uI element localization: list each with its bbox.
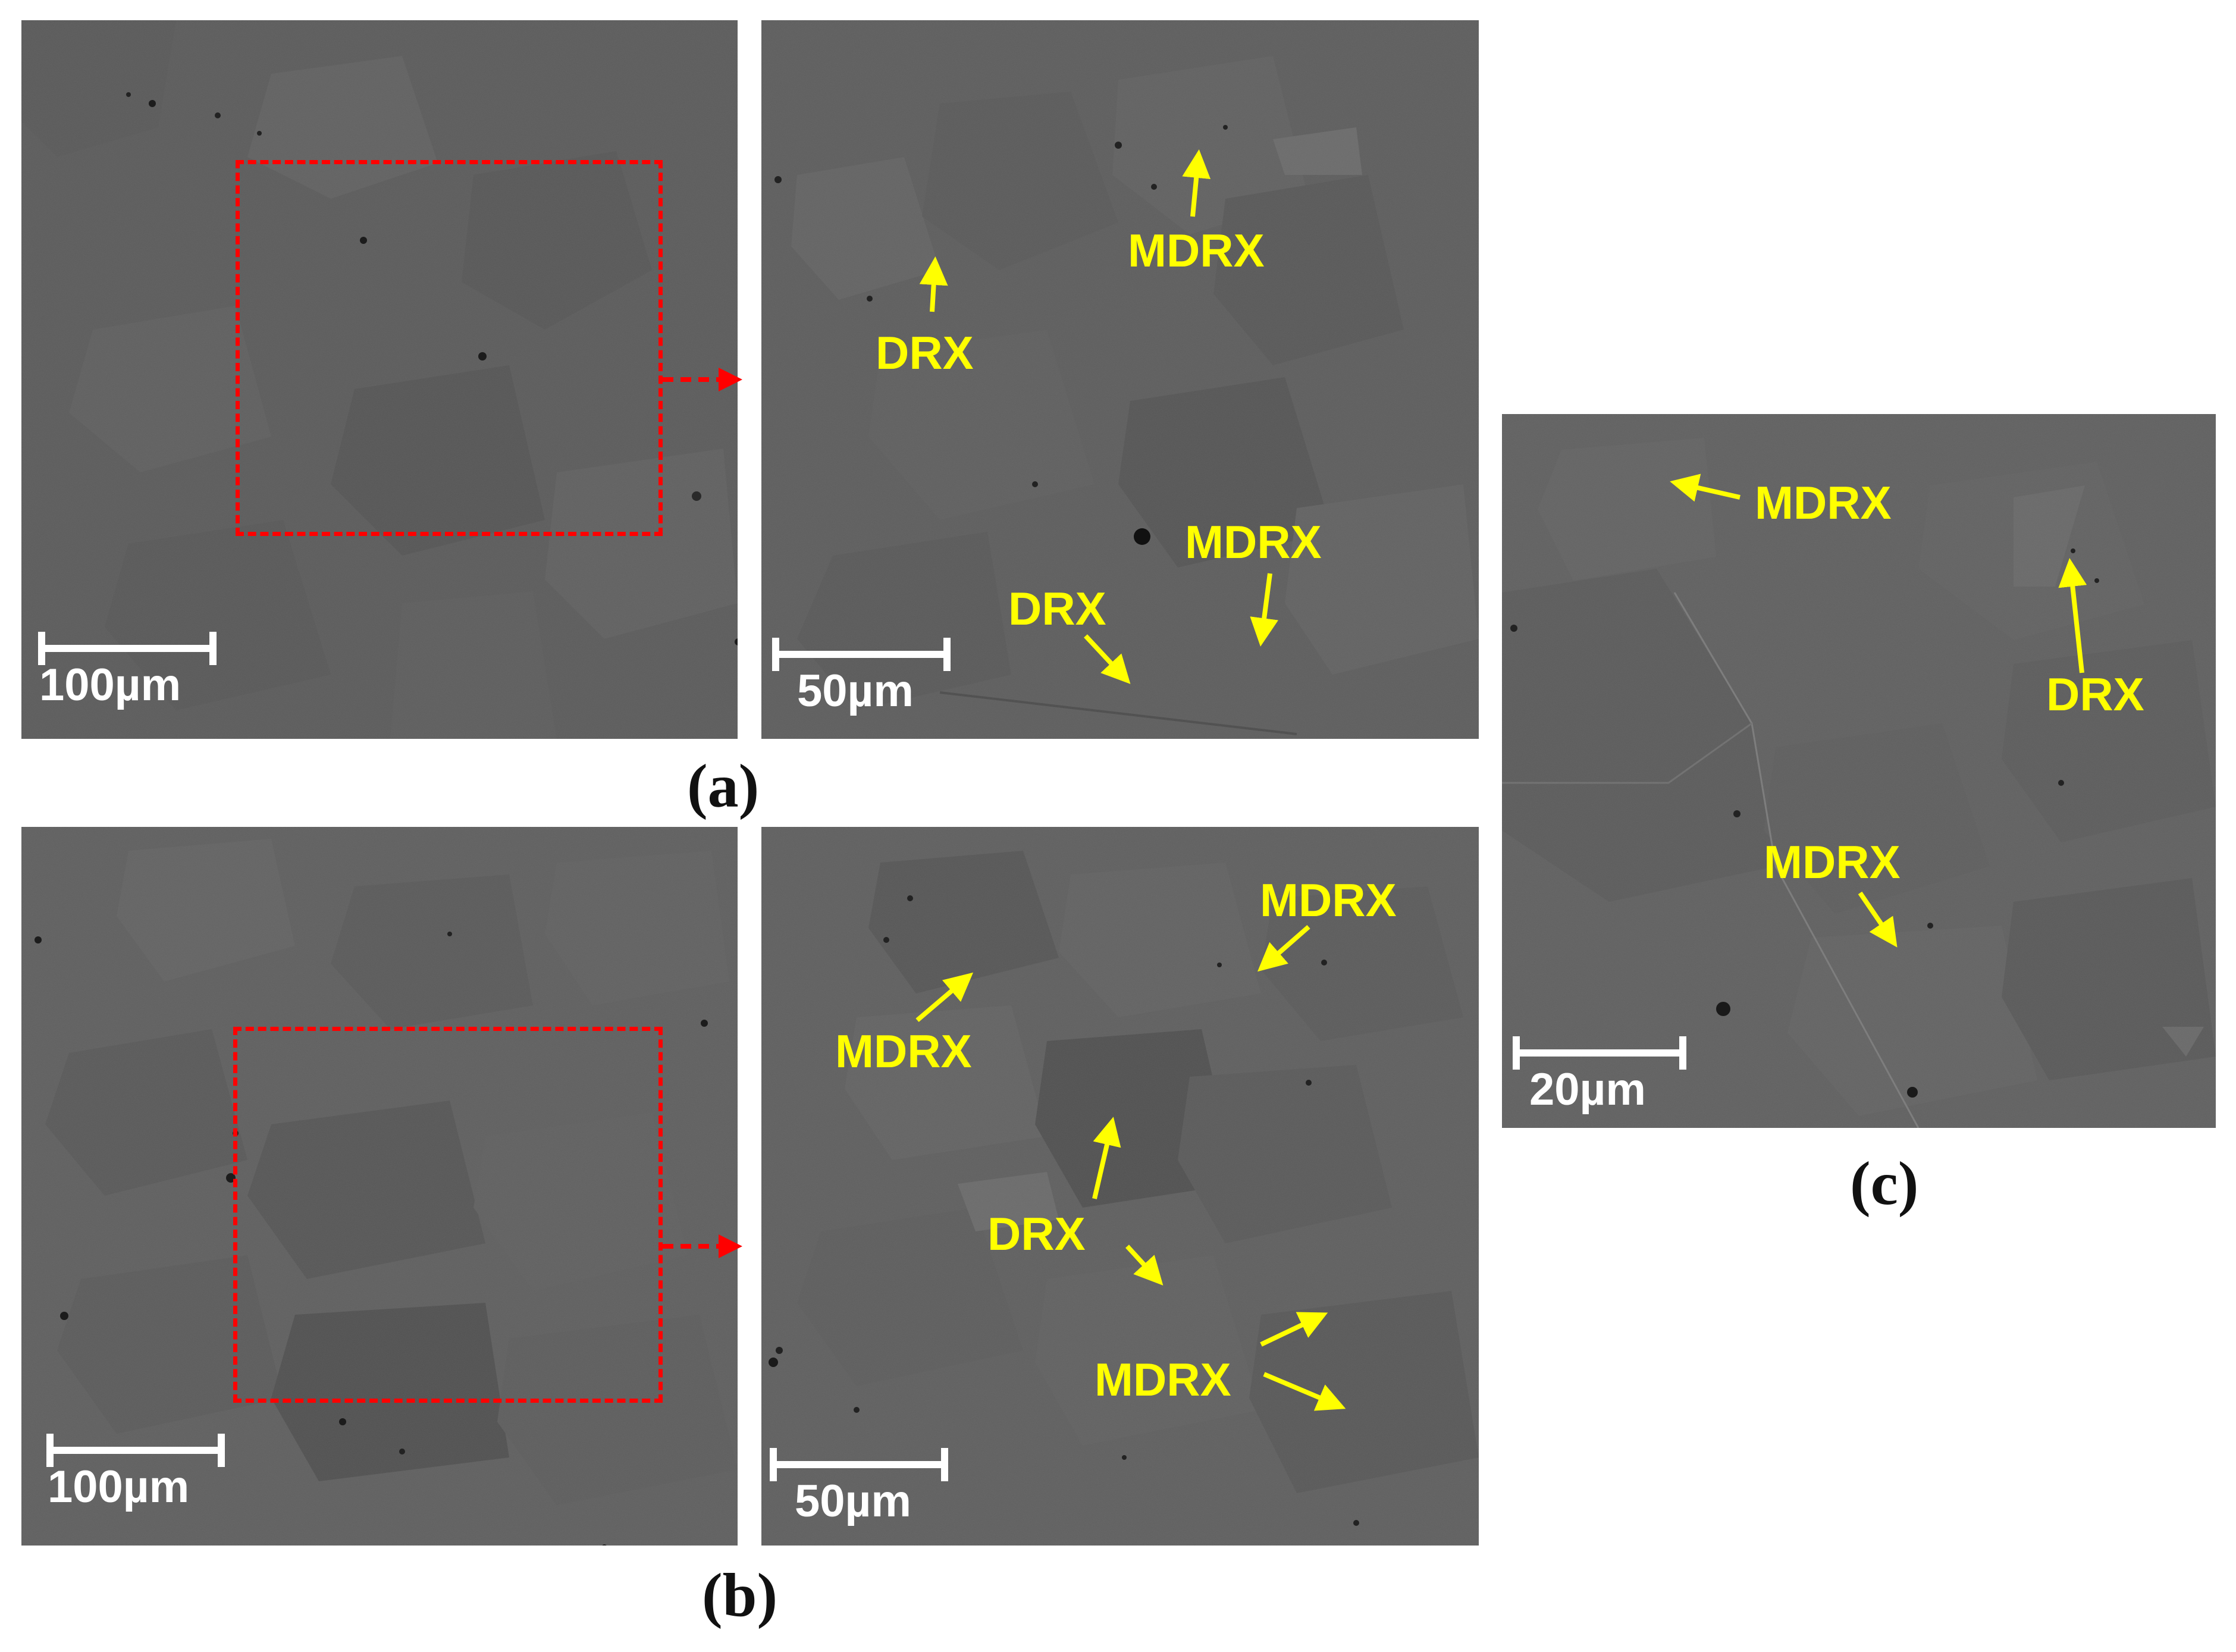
region-of-interest-box: [233, 1027, 663, 1403]
annotation-label-drx: DRX: [876, 327, 974, 379]
scale-bar-label: 50µm: [797, 666, 914, 716]
sem-image: [761, 20, 1479, 739]
annotation-label-mdrx: MDRX: [1128, 224, 1265, 277]
annotation-label-mdrx: MDRX: [1095, 1353, 1231, 1406]
annotation-label-drx: DRX: [2046, 668, 2144, 720]
sem-image: [1502, 414, 2216, 1128]
scale-bar-label: 20µm: [1529, 1064, 1646, 1115]
annotation-label-drx: DRX: [1008, 582, 1106, 635]
sem-image: [761, 827, 1479, 1546]
annotation-label-drx: DRX: [987, 1208, 1086, 1260]
sem-image: [21, 827, 738, 1546]
annotation-label-mdrx: MDRX: [835, 1025, 972, 1077]
annotation-label-mdrx: MDRX: [1260, 874, 1397, 926]
sem-image: [21, 20, 738, 739]
region-of-interest-box: [236, 160, 663, 536]
panel-a-left: 100µm: [21, 20, 738, 739]
panel-b-right: MDRX MDRX DRX MDRX 50µm: [761, 827, 1479, 1546]
panel-a-right: MDRX DRX MDRX DRX 50µm: [761, 20, 1479, 739]
panel-c: MDRX DRX MDRX 20µm: [1502, 414, 2216, 1128]
annotation-label-mdrx: MDRX: [1764, 836, 1901, 888]
panel-b-left: 100µm: [21, 827, 738, 1546]
annotation-label-mdrx: MDRX: [1185, 516, 1322, 568]
scale-bar-label: 100µm: [39, 660, 181, 710]
annotation-label-mdrx: MDRX: [1755, 477, 1892, 529]
caption-a: (a): [687, 752, 760, 820]
scale-bar-label: 50µm: [795, 1476, 911, 1526]
caption-c: (c): [1850, 1149, 1919, 1218]
caption-b: (b): [702, 1561, 778, 1629]
scale-bar-label: 100µm: [48, 1462, 190, 1512]
